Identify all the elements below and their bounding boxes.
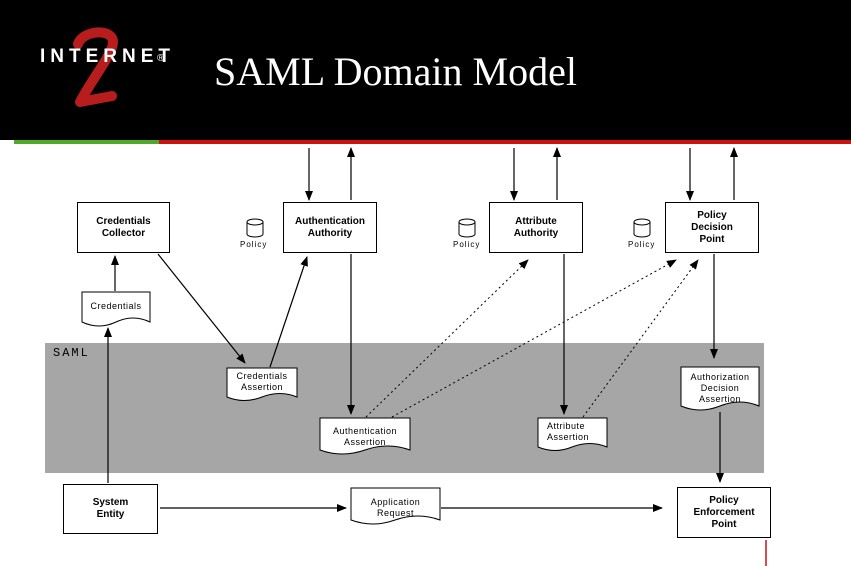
- attribute-authority-label: Attribute Authority: [513, 215, 559, 239]
- logo-wordmark: INTERNET: [40, 46, 175, 67]
- authentication-authority-label: Authentication Authority: [295, 215, 365, 239]
- authentication-assertion-label: Authentication Assertion: [332, 426, 398, 447]
- attribute-authority-box: Attribute Authority: [489, 202, 583, 253]
- system-entity-label: System Entity: [92, 497, 129, 520]
- header-stripe-red: [159, 140, 851, 144]
- policy-enforcement-point-box: Policy Enforcement Point: [677, 487, 771, 538]
- authorization-decision-assertion-label: Authorization Decision Assertion: [690, 372, 750, 404]
- header-stripe-green: [14, 140, 159, 144]
- policy-enforcement-point-label: Policy Enforcement Point: [693, 494, 755, 530]
- authorization-decision-assertion-document: [680, 366, 760, 411]
- registered-mark: ®: [157, 53, 165, 64]
- authentication-authority-box: Authentication Authority: [283, 202, 377, 253]
- policy-label-pdp: Policy: [628, 240, 656, 249]
- credentials-assertion-document: [226, 367, 298, 401]
- policy-decision-point-label: Policy Decision Point: [691, 209, 733, 245]
- attribute-assertion-label: Attribute Assertion: [547, 421, 590, 442]
- system-entity-box: System Entity: [63, 484, 158, 534]
- policy-cylinder-icon: [246, 218, 651, 238]
- attribute-assertion-document: [537, 417, 608, 451]
- credentials-document: [81, 291, 151, 327]
- policy-label-attribute: Policy: [453, 240, 481, 249]
- saml-band: [45, 343, 764, 473]
- credentials-document-label: Credentials: [90, 301, 142, 311]
- credentials-assertion-label: Credentials Assertion: [236, 371, 288, 392]
- policy-decision-point-box: Policy Decision Point: [665, 202, 759, 253]
- header-bar: [0, 0, 851, 140]
- internet2-logo: [73, 27, 118, 107]
- authentication-assertion-document: [319, 417, 411, 455]
- application-request-label: Application Request: [370, 497, 421, 518]
- credentials-collector-label: Credentials Collector: [96, 215, 151, 239]
- policy-label-authentication: Policy: [240, 240, 268, 249]
- page-title: SAML Domain Model: [214, 49, 577, 94]
- saml-band-label: SAML: [53, 346, 90, 360]
- application-request-document: [350, 487, 441, 525]
- credentials-collector-box: Credentials Collector: [77, 202, 170, 253]
